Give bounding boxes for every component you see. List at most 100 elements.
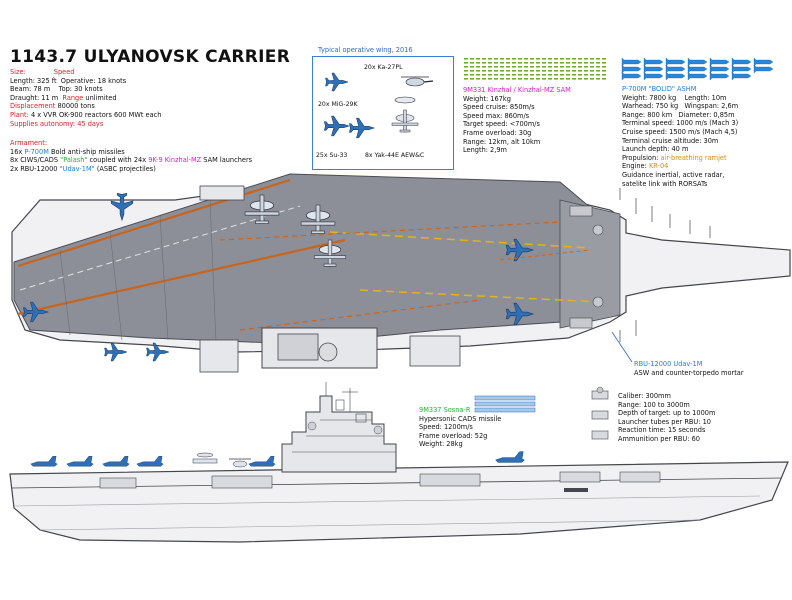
spec-operative: Operative: 18 knots bbox=[60, 76, 127, 85]
missile-cell bbox=[542, 78, 546, 80]
missile-cell bbox=[524, 66, 528, 68]
missile-cell bbox=[482, 58, 486, 60]
missile-cell bbox=[464, 58, 468, 60]
missile-cell bbox=[596, 70, 600, 72]
kinzhal-overload: Frame overload: 30g bbox=[463, 128, 532, 137]
missile-icon bbox=[665, 71, 686, 81]
missile-cell bbox=[560, 70, 564, 72]
missile-cell bbox=[590, 62, 594, 64]
missile-cell bbox=[572, 62, 576, 64]
armament-line2-pre: 8x CIWS/CADS bbox=[10, 156, 59, 165]
missile-cell bbox=[572, 58, 576, 60]
rbu-ammo: Ammunition per RBU: 60 bbox=[618, 434, 700, 443]
missile-cell bbox=[566, 66, 570, 68]
sosna-title: 9M337 Sosna-R bbox=[419, 406, 471, 414]
sosna-block: 9M337 Sosna-R Hypersonic CADS missile Sp… bbox=[419, 406, 501, 449]
rbu-tubes: Launcher tubes per RBU: 10 bbox=[618, 417, 711, 426]
range-value: unlimited bbox=[85, 93, 117, 102]
granit-launch-depth: Launch depth: 40 m bbox=[622, 145, 689, 154]
rbu-depth: Depth of target: up to 1000m bbox=[618, 409, 716, 418]
missile-cell bbox=[506, 58, 510, 60]
missile-cell bbox=[470, 58, 474, 60]
missile-cell bbox=[512, 58, 516, 60]
missile-cell bbox=[506, 74, 510, 76]
missile-cell bbox=[596, 78, 600, 80]
spec-top: Top: 30 knots bbox=[58, 85, 103, 94]
missile-cell bbox=[488, 58, 492, 60]
missile-cell bbox=[572, 66, 576, 68]
missile-cell bbox=[464, 70, 468, 72]
missile-cell bbox=[494, 78, 498, 80]
missile-cell bbox=[596, 74, 600, 76]
missile-icon bbox=[621, 71, 642, 81]
missile-cell bbox=[494, 66, 498, 68]
wing-ka: 20x Ka-27PL bbox=[364, 64, 403, 71]
missile-cell bbox=[554, 74, 558, 76]
missile-cell bbox=[530, 58, 534, 60]
missile-cell bbox=[596, 58, 600, 60]
missile-cell bbox=[578, 70, 582, 72]
granit-propulsion-value: air-breathing ramjet bbox=[660, 153, 727, 162]
missile-icon bbox=[709, 57, 730, 67]
carrier-side-view bbox=[9, 382, 789, 543]
missile-cell bbox=[554, 66, 558, 68]
sosna-overload: Frame overload: 52g bbox=[419, 431, 488, 440]
granit-missiles bbox=[621, 57, 774, 81]
missile-cell bbox=[572, 70, 576, 72]
missile-cell bbox=[518, 74, 522, 76]
missile-cell bbox=[530, 74, 534, 76]
missile-cell bbox=[464, 74, 468, 76]
rbu-block: RBU-12000 Udav-1M ASW and counter-torped… bbox=[634, 360, 744, 377]
granit-engine-value: KR-04 bbox=[648, 162, 669, 171]
missile-icon bbox=[687, 64, 708, 74]
radar-icon bbox=[307, 421, 383, 435]
missile-cell bbox=[506, 78, 510, 80]
missile-cell bbox=[500, 62, 504, 64]
armament-line1-hl: P-700M bbox=[24, 147, 49, 156]
speed-label: Speed bbox=[53, 68, 75, 76]
missile-cell bbox=[602, 62, 606, 64]
armament-line1-pre: 16x bbox=[10, 147, 23, 156]
missile-cell bbox=[590, 66, 594, 68]
missile-cell bbox=[578, 58, 582, 60]
missile-cell bbox=[494, 62, 498, 64]
missile-cell bbox=[470, 62, 474, 64]
missile-cell bbox=[560, 78, 564, 80]
missile-cell bbox=[566, 78, 570, 80]
missile-cell bbox=[554, 78, 558, 80]
missile-cell bbox=[506, 66, 510, 68]
missile-icon bbox=[731, 71, 752, 81]
fighter-jet-icon bbox=[495, 451, 525, 463]
missile-cell bbox=[560, 66, 564, 68]
missile-cell bbox=[542, 74, 546, 76]
missile-cell bbox=[482, 70, 486, 72]
missile-cell bbox=[506, 62, 510, 64]
wing-su: 25x Su-33 bbox=[316, 152, 348, 159]
kinzhal-speed-cruise: Speed cruise: 850m/s bbox=[463, 103, 535, 112]
missile-cell bbox=[530, 78, 534, 80]
missile-cell bbox=[494, 70, 498, 72]
missile-cell bbox=[602, 74, 606, 76]
kinzhal-weight: Weight: 167kg bbox=[463, 94, 511, 103]
missile-cell bbox=[476, 74, 480, 76]
missile-cell bbox=[548, 74, 552, 76]
missile-cell bbox=[572, 74, 576, 76]
granit-block: P-700M "BOLID" ASHM Weight: 7800 kg Leng… bbox=[622, 85, 738, 188]
missile-cell bbox=[548, 62, 552, 64]
armament-block: Armament: 16x P-700M Bold anti-ship miss… bbox=[10, 139, 252, 173]
sosna-speed: Speed: 1200m/s bbox=[419, 423, 473, 432]
missile-cell bbox=[524, 58, 528, 60]
rbu-specs: Caliber: 300mm Range: 100 to 3000m Depth… bbox=[618, 392, 715, 444]
missile-cell bbox=[536, 70, 540, 72]
missile-icon bbox=[709, 64, 730, 74]
page-title: 1143.7 ULYANOVSK CARRIER bbox=[10, 47, 291, 67]
plant-label: Plant: bbox=[10, 110, 29, 119]
missile-cell bbox=[548, 78, 552, 80]
missile-cell bbox=[512, 78, 516, 80]
missile-cell bbox=[596, 66, 600, 68]
spec-autonomy: Supplies autonomy: 45 days bbox=[10, 119, 104, 128]
missile-cell bbox=[512, 62, 516, 64]
fighter-jet-icon bbox=[248, 456, 276, 467]
missile-cell bbox=[482, 66, 486, 68]
